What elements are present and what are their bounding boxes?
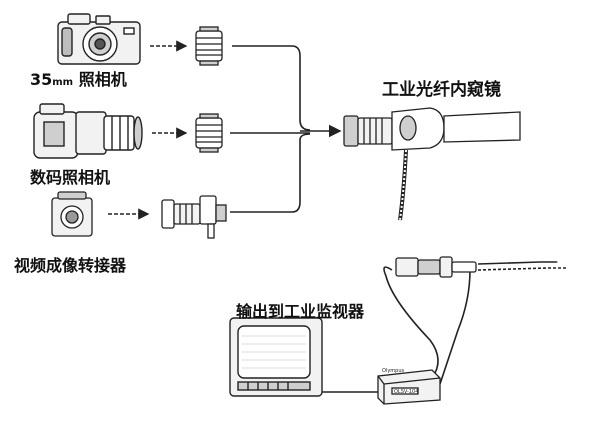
label-camera-35mm-unit: mm [52, 77, 74, 88]
digital-camera-icon [33, 103, 143, 159]
video-cable [383, 261, 566, 385]
crt-monitor-icon [229, 317, 323, 397]
label-camera-35mm-name: 照相机 [78, 70, 127, 89]
video-recorder-icon [377, 369, 441, 405]
label-digital-camera: 数码照相机 [30, 168, 111, 187]
recorder-brand: Olympus [382, 368, 404, 374]
lens-adapter-icon [195, 26, 223, 66]
video-coupler-icon [161, 195, 227, 239]
label-monitor-output: 输出到工业监视器 [236, 302, 365, 321]
label-video-adapter: 视频成像转接器 [14, 256, 127, 275]
label-camera-35mm: 35mm 照相机 [30, 72, 127, 88]
recorder-model: OLSV-104 [394, 389, 418, 395]
video-camera-icon [51, 191, 93, 237]
label-camera-35mm-number: 35 [30, 70, 53, 89]
connector-lines [230, 45, 311, 213]
camera-coupler-icon [395, 256, 477, 278]
lens-adapter-icon [195, 113, 223, 153]
label-endoscope: 工业光纤内窥镜 [382, 80, 501, 100]
film-camera-icon [57, 13, 141, 65]
endoscope-icon [343, 107, 521, 221]
